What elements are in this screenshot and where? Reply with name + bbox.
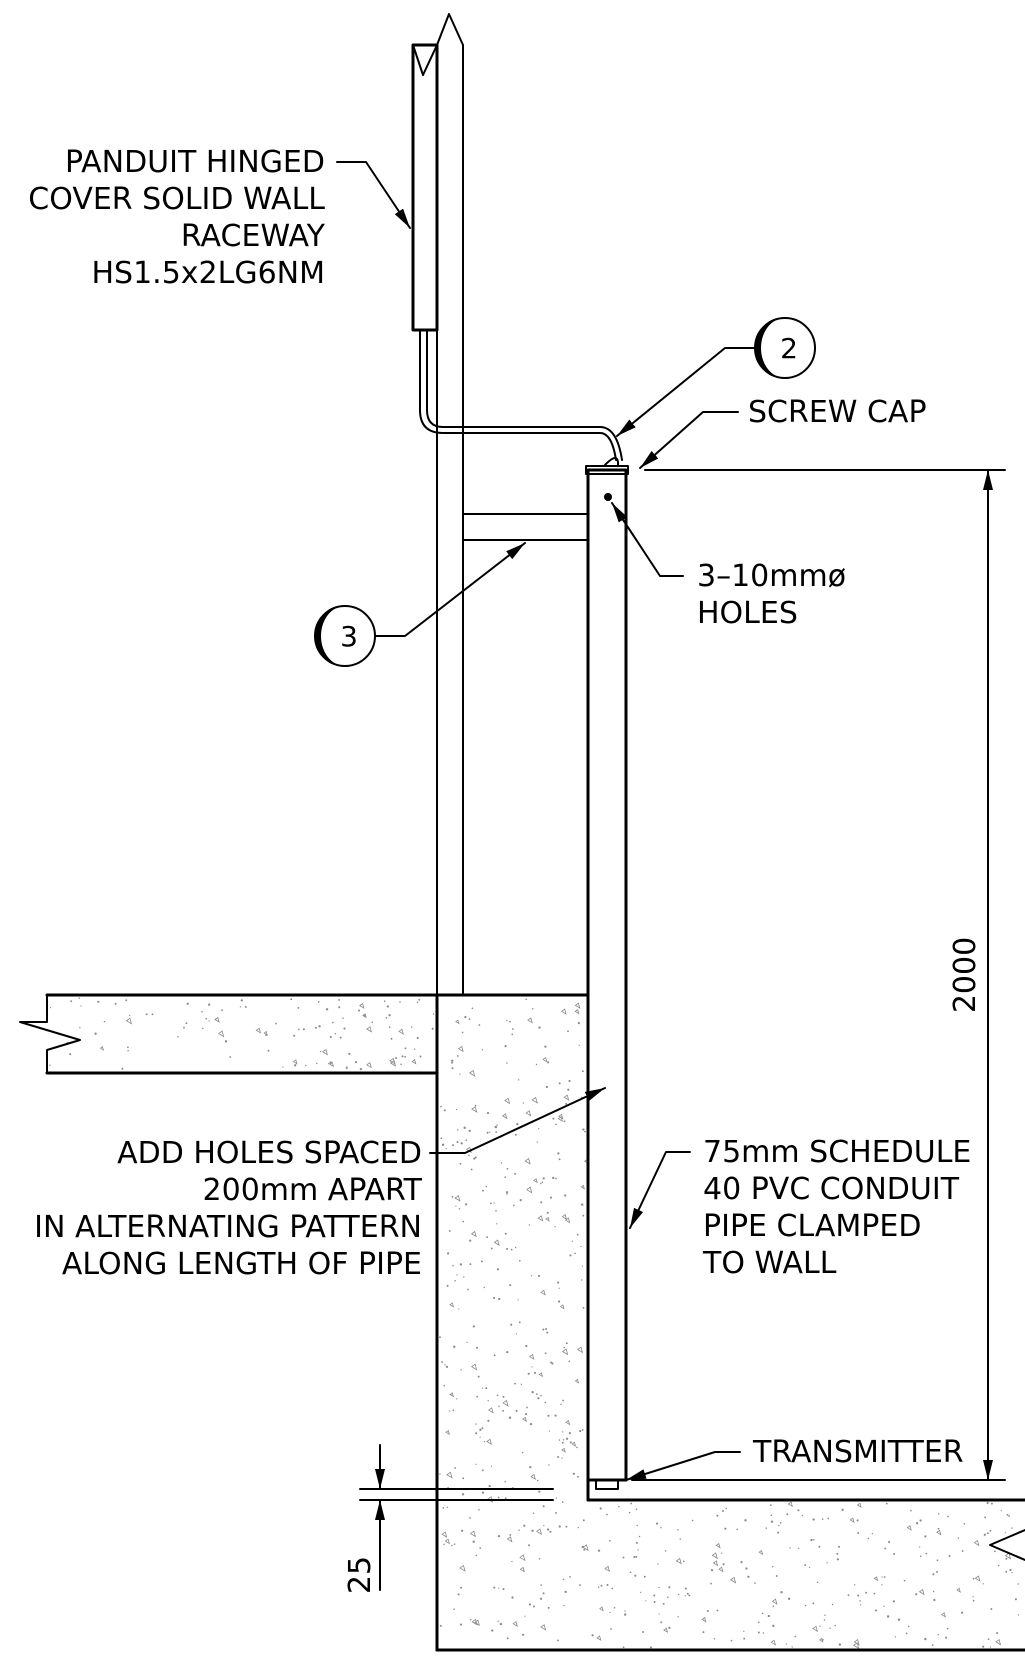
add-holes-line-3: IN ALTERNATING PATTERN (34, 1210, 422, 1245)
callout-3-number: 3 (340, 620, 358, 653)
raceway-line-3: RACEWAY (181, 219, 326, 254)
raceway-line-4: HS1.5x2LG6NM (91, 256, 325, 291)
label-transmitter: TRANSMITTER (752, 1435, 964, 1470)
hole-marker (604, 493, 612, 501)
dimension-25-label: 25 (343, 1556, 378, 1594)
label-add-holes: ADD HOLES SPACED 200mm APART IN ALTERNAT… (34, 1136, 422, 1282)
transmitter (595, 1479, 619, 1490)
add-holes-line-4: ALONG LENGTH OF PIPE (62, 1247, 422, 1282)
conduit-line-3: PIPE CLAMPED (703, 1209, 921, 1244)
label-raceway: PANDUIT HINGED COVER SOLID WALL RACEWAY … (28, 145, 325, 291)
holes-line-1: 3–10mmø (697, 559, 846, 594)
dimension-2000-label: 2000 (948, 937, 983, 1013)
pvc-conduit-pipe (585, 457, 629, 1490)
holes-line-2: HOLES (697, 596, 798, 631)
leaders (336, 161, 756, 1481)
dimension-25 (359, 1444, 554, 1591)
add-holes-line-1: ADD HOLES SPACED (117, 1136, 422, 1171)
callout-2: 2 (754, 317, 816, 379)
raceway (411, 43, 623, 461)
conduit-line-2: 40 PVC CONDUIT (703, 1172, 960, 1207)
raceway-line-1: PANDUIT HINGED (65, 145, 325, 180)
raceway-line-2: COVER SOLID WALL (28, 182, 325, 217)
add-holes-line-2: 200mm APART (203, 1173, 423, 1208)
callout-2-number: 2 (780, 332, 798, 365)
dimension-2000 (631, 469, 1006, 1481)
conduit-line-4: TO WALL (702, 1246, 837, 1281)
callout-3: 3 (314, 605, 376, 667)
concrete-hatch (49, 997, 1020, 1650)
label-holes: 3–10mmø HOLES (697, 559, 846, 631)
conduit-line-1: 75mm SCHEDULE (703, 1135, 971, 1170)
label-screw-cap: SCREW CAP (748, 395, 927, 430)
label-conduit: 75mm SCHEDULE 40 PVC CONDUIT PIPE CLAMPE… (702, 1135, 971, 1281)
